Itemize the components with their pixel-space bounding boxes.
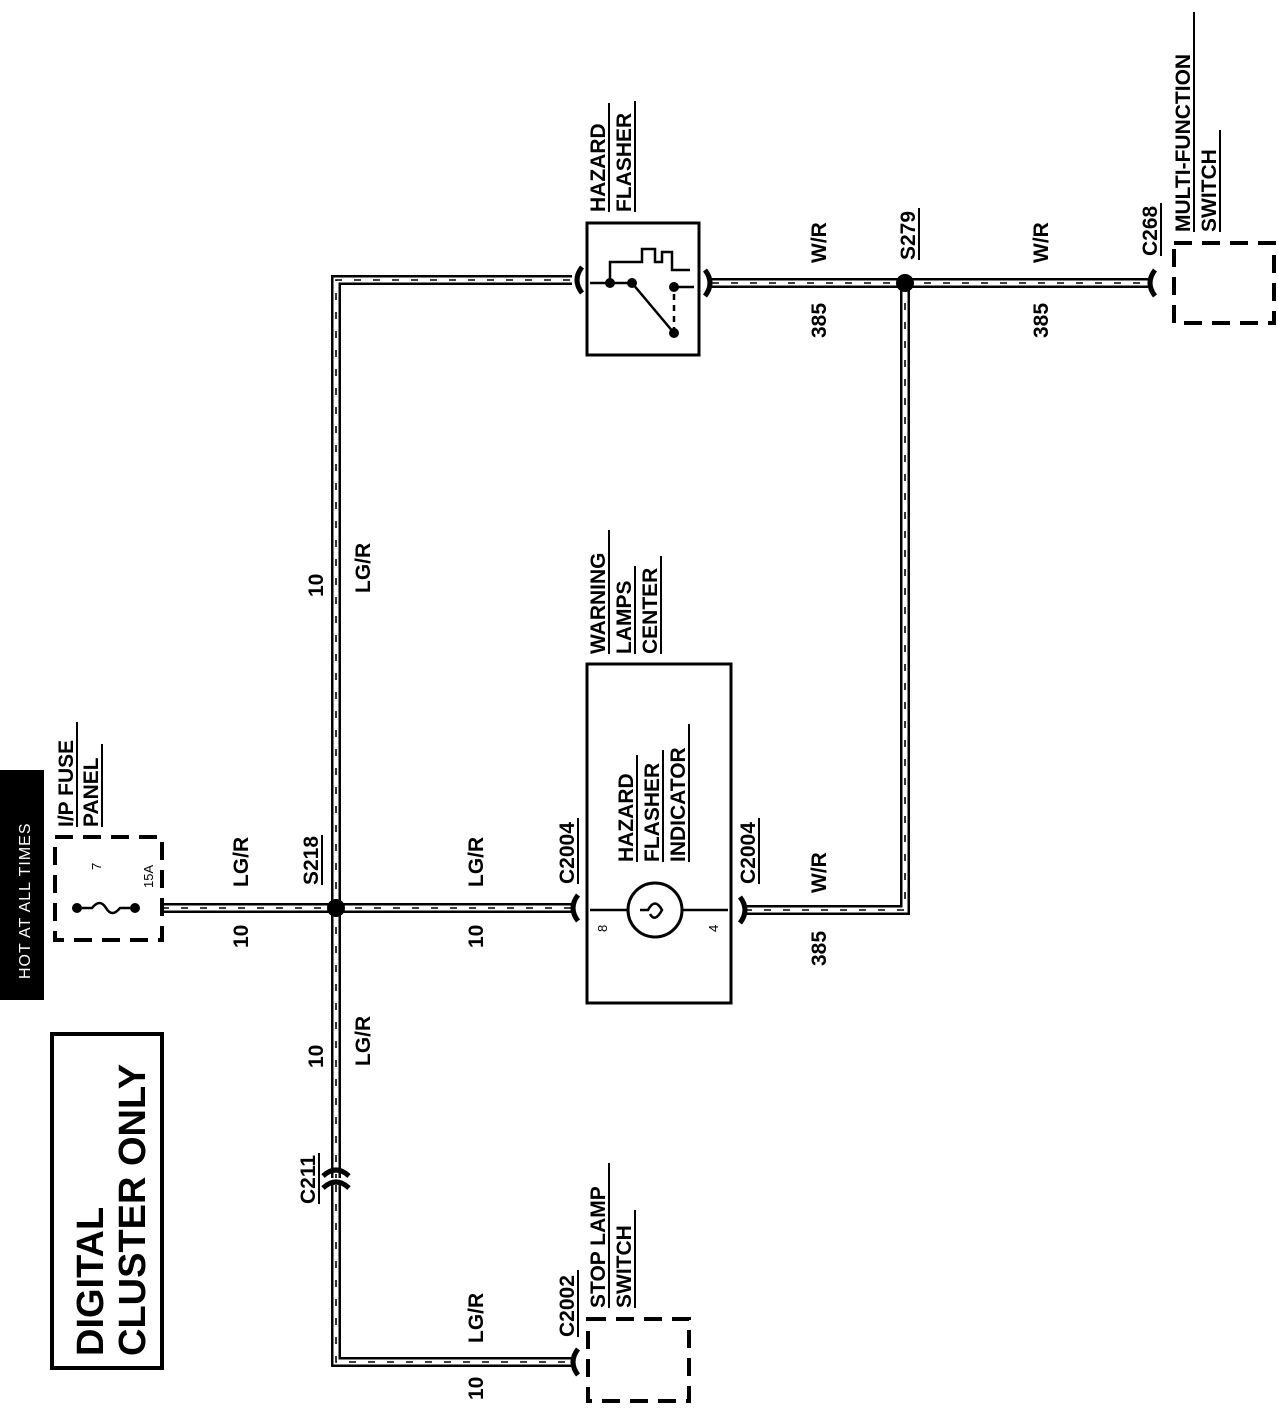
hot-at-all-times-text: HOT AT ALL TIMES	[17, 823, 34, 980]
warning-lamps-center-box	[585, 662, 733, 1005]
hazard-flasher-box	[585, 221, 701, 357]
hot-at-all-times-banner	[0, 770, 44, 1000]
wire-flasher-s279-circuit: 385	[808, 303, 831, 338]
stop-lamp-switch-box	[586, 1317, 691, 1403]
stop-lamp-label-2: SWITCH	[613, 1225, 636, 1308]
wire-s218-up-to-flasher	[331, 275, 572, 908]
wire-indicator-s279-circuit: 385	[808, 931, 831, 966]
stop-lamp-label-1: STOP LAMP	[587, 1186, 610, 1308]
hazard-indicator-label-1: HAZARD	[615, 773, 638, 862]
connector-c2002-symbol	[570, 1347, 581, 1377]
warning-lamps-label-3: CENTER	[639, 568, 662, 654]
fuse-panel-label-2: PANEL	[80, 757, 103, 827]
fuse-panel-label-1: I/P FUSE	[55, 740, 78, 827]
multi-function-label-1: MULTI-FUNCTION	[1172, 54, 1195, 232]
hazard-flasher-label-2: FLASHER	[613, 113, 636, 212]
flasher-node-2	[627, 278, 637, 288]
connector-c268-label: C268	[1139, 205, 1162, 256]
note-line-1: DIGITAL	[70, 1207, 112, 1356]
connector-c2004-left-label: C2004	[556, 822, 579, 884]
wire-c211-stop-circuit: 10	[465, 1377, 488, 1400]
hazard-indicator-label-2: FLASHER	[641, 763, 664, 862]
splice-s218-label: S218	[300, 836, 323, 885]
wire-s218-indicator-circuit: 10	[465, 925, 488, 948]
multi-function-switch-box	[1172, 241, 1276, 325]
fuse-number: 7	[89, 863, 104, 870]
connector-c2002-label: C2002	[556, 1275, 579, 1337]
indicator-pin-4: 4	[706, 925, 721, 932]
fuse-panel-dashed-box	[53, 835, 164, 942]
hazard-indicator-label-3: INDICATOR	[667, 747, 690, 862]
flasher-node-4	[669, 282, 679, 292]
wire-s218-up-color: LG/R	[352, 543, 375, 593]
wire-s279-mf-color: W/R	[1030, 222, 1053, 263]
note-line-2: CLUSTER ONLY	[112, 1064, 154, 1356]
hazard-flasher-label-1: HAZARD	[587, 123, 610, 212]
multi-function-label-2: SWITCH	[1198, 149, 1221, 232]
wire-s218-up-circuit: 10	[305, 574, 328, 597]
connector-c2004-left-symbol	[570, 893, 581, 923]
wire-flasher-s279-color: W/R	[808, 222, 831, 263]
connector-flasher-out-symbol	[702, 268, 713, 298]
wire-c211-stop-color: LG/R	[465, 1293, 488, 1343]
wire-fuse-s218-color: LG/R	[230, 837, 253, 887]
splice-s279-dot	[896, 274, 914, 292]
fuse-rating: 15A	[141, 865, 156, 888]
warning-lamps-label-2: LAMPS	[613, 581, 636, 655]
warning-lamps-label-1: WARNING	[587, 553, 610, 655]
connector-c211-symbol	[321, 1167, 351, 1190]
wire-c211-to-stop-lamp	[331, 1185, 572, 1367]
wire-fuse-s218-circuit: 10	[230, 925, 253, 948]
wire-s218-indicator-color: LG/R	[465, 837, 488, 887]
wire-s218-down-circuit: 10	[305, 1045, 328, 1068]
hazard-indicator-bulb-icon	[590, 881, 728, 939]
splice-s218-dot	[327, 899, 345, 917]
digital-cluster-note-box	[50, 1032, 164, 1370]
wire-s218-down-color: LG/R	[352, 1016, 375, 1066]
fuse-icon	[72, 901, 140, 915]
connector-c2004-right-label: C2004	[737, 822, 760, 884]
connector-c2004-right-symbol	[737, 895, 748, 925]
connector-c211-label: C211	[297, 1155, 320, 1204]
wire-s279-mf-circuit: 385	[1030, 303, 1053, 338]
wire-indicator-s279-color: W/R	[808, 852, 831, 893]
connector-c268-symbol	[1147, 268, 1158, 298]
connector-flasher-in-symbol	[574, 265, 585, 295]
flasher-node-3	[669, 328, 679, 338]
splice-s279-label: S279	[897, 211, 920, 260]
wire-indicator-to-s279	[745, 283, 910, 915]
flasher-node-1	[605, 278, 615, 288]
indicator-pin-8: 8	[595, 925, 610, 932]
